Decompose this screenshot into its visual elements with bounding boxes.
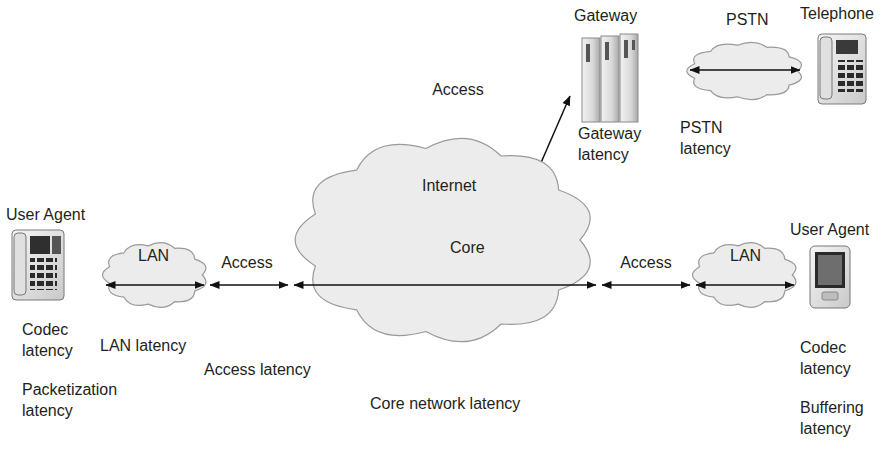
node-label: Internet — [422, 176, 476, 197]
pstn-telephone — [818, 34, 866, 104]
internet-cloud: InternetCore — [288, 130, 602, 350]
link-label: Access — [219, 253, 275, 274]
span-arrow — [690, 69, 800, 71]
latency-label: Access latency — [204, 360, 311, 381]
cloud-shape — [295, 138, 590, 341]
cloud-outline — [288, 130, 602, 350]
span-arrow — [106, 284, 204, 286]
cloud-shape — [103, 243, 206, 308]
pstn-cloud: PSTN — [684, 10, 806, 102]
node-label: LAN — [138, 246, 169, 267]
node-label: User Agent — [6, 205, 85, 226]
node-label: Gateway — [574, 6, 637, 27]
lan-cloud: LAN — [100, 240, 210, 310]
latency-label: Core network latency — [370, 394, 520, 415]
span-arrow — [696, 284, 794, 286]
cloud-shape — [687, 42, 802, 99]
latency-label: Codec latency — [800, 338, 866, 380]
node-sublabel: Core — [450, 238, 485, 259]
node-label: User Agent — [790, 220, 869, 241]
cloud-shape — [693, 243, 796, 308]
node-label: LAN — [730, 246, 761, 267]
span-arrow — [294, 284, 596, 286]
link-label: Access — [430, 80, 486, 101]
telephone: Telephone — [794, 4, 880, 108]
latency-label: Buffering latency — [800, 398, 878, 440]
node-label: PSTN — [726, 10, 769, 31]
lan-cloud: LAN — [690, 240, 800, 310]
latency-label: LAN latency — [100, 336, 186, 357]
latency-label: Gateway latency — [578, 124, 648, 166]
user-agent: User Agent — [788, 220, 880, 312]
latency-label: Packetization latency — [22, 380, 134, 422]
node-label: Telephone — [800, 4, 874, 25]
ip-phone — [12, 230, 64, 300]
access-link — [210, 284, 288, 286]
user-agent: User Agent — [4, 205, 90, 305]
latency-label: Codec latency — [22, 320, 86, 362]
latency-label: PSTN latency — [680, 118, 744, 160]
softphone-device — [810, 246, 850, 308]
link-label: Access — [618, 253, 674, 274]
gateway-racks — [582, 34, 638, 122]
access-link — [602, 284, 690, 286]
gateway: Gateway — [570, 6, 650, 124]
